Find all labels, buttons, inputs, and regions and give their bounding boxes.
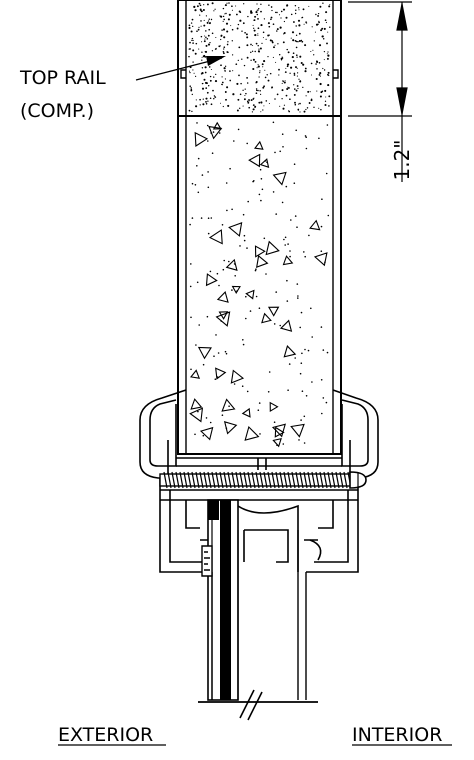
core-speckle [189, 121, 330, 447]
glass-infill [198, 499, 318, 721]
interior-label: INTERIOR [352, 724, 442, 746]
core-aggregate [189, 121, 328, 448]
top-rail-label-line2: (COMP.) [20, 100, 94, 122]
core-block [177, 115, 342, 455]
aluminum-extrusion [139, 389, 379, 573]
top-rail-label-line1: TOP RAIL [19, 67, 106, 89]
top-rail-block [177, 0, 342, 117]
dimension-line [348, 1, 412, 182]
exterior-label: EXTERIOR [58, 724, 153, 746]
dimension-label: 1.2" [390, 139, 414, 180]
fastener-screw [159, 471, 367, 489]
top-rail-leader [135, 56, 226, 81]
composite-speckle [188, 2, 331, 113]
